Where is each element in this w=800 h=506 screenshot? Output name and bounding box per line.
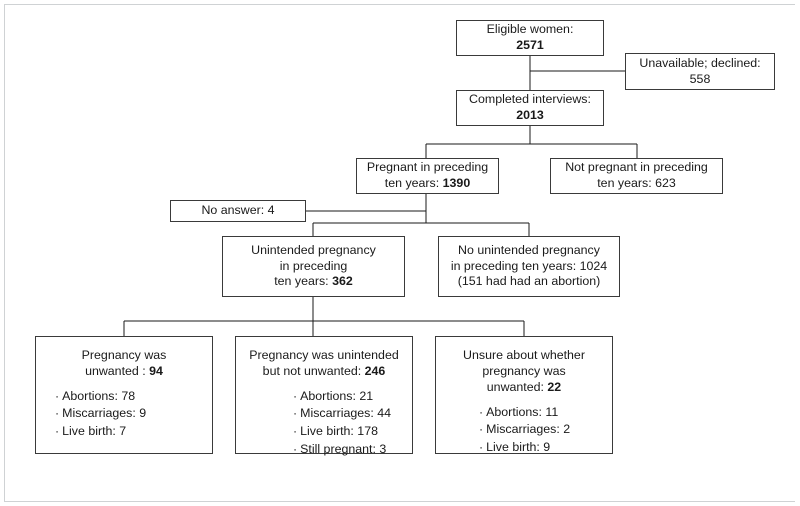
bullet-icon: ·: [55, 423, 60, 438]
not-pregnant-value: ten years: 623: [597, 176, 676, 190]
unsure-head-3: unwanted: 22: [486, 379, 562, 394]
not-pregnant-label: Not pregnant in preceding: [565, 160, 708, 175]
list-item: ·Abortions: 78: [55, 388, 136, 403]
list-item: ·Live birth: 7: [55, 423, 127, 438]
unavailable-value: 558: [689, 71, 711, 86]
bullet-icon: ·: [479, 404, 484, 419]
list-item: ·Still pregnant: 3: [293, 441, 387, 456]
list-item: ·Live birth: 9: [479, 439, 551, 454]
eligible-value: 2571: [516, 38, 544, 52]
unsure-head-1: Unsure about whether: [463, 348, 585, 362]
completed-label: Completed interviews:: [469, 92, 591, 107]
node-completed-interviews[interactable]: Completed interviews: 2013: [456, 90, 604, 126]
pregnant-label: Pregnant in preceding: [366, 160, 489, 175]
eligible-label: Eligible women:: [486, 22, 574, 37]
unavailable-label: Unavailable; declined:: [639, 55, 761, 70]
unintended-label-1: Unintended pregnancy: [251, 242, 376, 257]
unsure-head: Unsure about whether pregnancy was unwan…: [441, 348, 607, 396]
unintended-not-unwanted-bullets: ·Abortions: 21 ·Miscarriages: 44 ·Live b…: [293, 388, 391, 458]
completed-value: 2013: [516, 108, 544, 122]
no-unintended-label-2: in preceding ten years: 1024: [450, 258, 608, 273]
no-unintended-label-3: (151 had had an abortion): [457, 274, 601, 289]
node-no-answer[interactable]: No answer: 4: [170, 200, 306, 222]
unsure-bullets: ·Abortions: 11 ·Miscarriages: 2 ·Live bi…: [479, 404, 570, 457]
node-eligible-women[interactable]: Eligible women: 2571: [456, 20, 604, 56]
bullet-icon: ·: [293, 406, 298, 421]
node-pregnant-preceding-ten-years[interactable]: Pregnant in preceding ten years: 1390: [356, 158, 499, 194]
bullet-icon: ·: [293, 423, 298, 438]
bullet-icon: ·: [293, 388, 298, 403]
bullet-icon: ·: [479, 439, 484, 454]
unwanted-head: Pregnancy was unwanted : 94: [41, 348, 207, 380]
node-unsure-whether-unwanted[interactable]: Unsure about whether pregnancy was unwan…: [435, 336, 613, 454]
unintended-label-2: in preceding: [279, 258, 348, 273]
bullet-icon: ·: [293, 441, 298, 456]
unintended-not-unwanted-head: Pregnancy was unintended but not unwante…: [241, 348, 407, 380]
no-answer-label: No answer: 4: [201, 203, 275, 218]
bullet-icon: ·: [479, 422, 484, 437]
unintended-not-unwanted-head-2: but not unwanted: 246: [262, 363, 386, 378]
list-item: ·Miscarriages: 2: [479, 422, 571, 437]
node-unavailable-declined[interactable]: Unavailable; declined: 558: [625, 53, 775, 90]
node-unintended-pregnancy[interactable]: Unintended pregnancy in preceding ten ye…: [222, 236, 405, 297]
unintended-not-unwanted-head-1: Pregnancy was unintended: [249, 348, 399, 362]
unwanted-head-1: Pregnancy was: [81, 348, 167, 362]
list-item: ·Abortions: 11: [479, 404, 559, 419]
bullet-icon: ·: [55, 406, 60, 421]
unintended-value: ten years: 362: [274, 274, 353, 289]
list-item: ·Abortions: 21: [293, 388, 374, 403]
no-unintended-label-1: No unintended pregnancy: [458, 242, 600, 257]
unsure-head-2: pregnancy was: [482, 363, 566, 378]
list-item: ·Live birth: 178: [293, 423, 378, 438]
unwanted-bullets: ·Abortions: 78 ·Miscarriages: 9 ·Live bi…: [55, 388, 146, 441]
node-not-pregnant-preceding-ten-years[interactable]: Not pregnant in preceding ten years: 623: [550, 158, 723, 194]
list-item: ·Miscarriages: 44: [293, 406, 392, 421]
bullet-icon: ·: [55, 388, 60, 403]
list-item: ·Miscarriages: 9: [55, 406, 147, 421]
node-no-unintended-pregnancy[interactable]: No unintended pregnancy in preceding ten…: [438, 236, 620, 297]
pregnant-value: ten years: 1390: [384, 176, 471, 190]
node-pregnancy-unintended-not-unwanted[interactable]: Pregnancy was unintended but not unwante…: [235, 336, 413, 456]
node-pregnancy-unwanted[interactable]: Pregnancy was unwanted : 94 ·Abortions: …: [35, 336, 213, 454]
unwanted-head-2: unwanted : 94: [85, 363, 163, 378]
